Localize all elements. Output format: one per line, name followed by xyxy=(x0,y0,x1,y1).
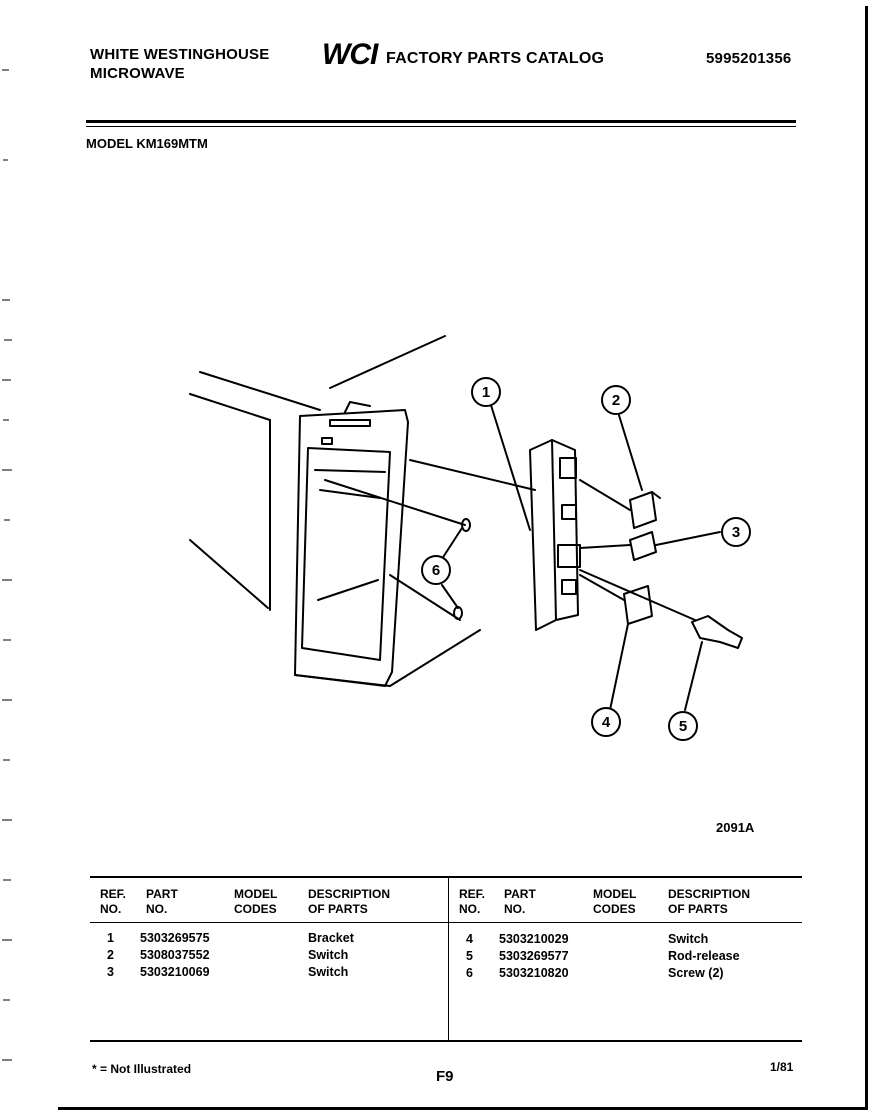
header-rule-thin xyxy=(86,126,796,127)
catalog-date: 1/81 xyxy=(770,1060,794,1074)
row-ref: 2 xyxy=(107,948,114,962)
row-ref: 1 xyxy=(107,931,114,945)
row-desc: Switch xyxy=(308,948,349,962)
header-ref-right: REF.NO. xyxy=(459,887,486,916)
brand-name: WHITE WESTINGHOUSE xyxy=(90,46,270,63)
callout-6: 6 xyxy=(432,562,440,579)
row-part: 5308037552 xyxy=(140,948,210,962)
scan-edge-marks xyxy=(2,69,12,1061)
row-desc: Switch xyxy=(668,932,709,946)
callout-2: 2 xyxy=(612,392,620,409)
header-ref: REF.NO. xyxy=(100,887,127,916)
callout-5-circle xyxy=(668,711,698,741)
wci-logo: WCI xyxy=(322,38,378,71)
callout-4-circle xyxy=(591,707,621,737)
catalog-number: 5995201356 xyxy=(706,50,792,67)
callout-6-circle xyxy=(421,555,451,585)
page-border xyxy=(58,6,868,1110)
table-bottom-rule xyxy=(90,1040,802,1042)
callout-3-circle xyxy=(721,517,751,547)
row-desc: Switch xyxy=(308,965,349,979)
row-part: 5303210069 xyxy=(140,965,210,979)
callout-1: 1 xyxy=(482,384,490,401)
row-part: 5303210820 xyxy=(499,966,569,980)
row-ref: 5 xyxy=(466,949,473,963)
table-top-rule xyxy=(90,876,802,878)
row-ref: 3 xyxy=(107,965,114,979)
callout-3: 3 xyxy=(732,524,740,541)
row-part: 5303269575 xyxy=(140,931,210,945)
model-number: MODEL KM169MTM xyxy=(86,136,208,151)
row-desc: Screw (2) xyxy=(668,966,724,980)
callout-2-circle xyxy=(601,385,631,415)
row-ref: 4 xyxy=(466,932,473,946)
exploded-parts-diagram: 1 2 3 4 5 6 xyxy=(189,335,751,741)
row-desc: Rod-release xyxy=(668,949,740,963)
table-divider xyxy=(448,876,449,1040)
header-rule xyxy=(86,120,796,123)
callout-5: 5 xyxy=(679,718,687,735)
catalog-title: FACTORY PARTS CATALOG xyxy=(386,50,605,67)
callout-1-circle xyxy=(471,377,501,407)
row-ref: 6 xyxy=(466,966,473,980)
row-part: 5303269577 xyxy=(499,949,569,963)
figure-code: 2091A xyxy=(716,820,755,835)
row-desc: Bracket xyxy=(308,931,354,945)
callout-4: 4 xyxy=(602,714,611,731)
table-header-rule xyxy=(90,922,802,923)
row-part: 5303210029 xyxy=(499,932,569,946)
not-illustrated-note: * = Not Illustrated xyxy=(92,1062,192,1076)
page-number: F9 xyxy=(436,1068,454,1085)
product-type: MICROWAVE xyxy=(90,65,185,82)
